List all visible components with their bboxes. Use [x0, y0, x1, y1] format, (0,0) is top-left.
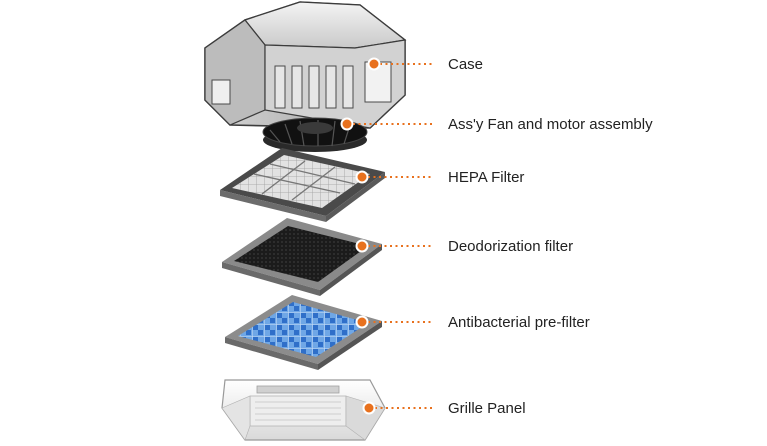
- marker-hepa: [355, 170, 369, 184]
- marker-fan: [340, 117, 354, 131]
- marker-case: [367, 57, 381, 71]
- label-deodorization-filter: Deodorization filter: [448, 238, 574, 255]
- carbon-filter-icon: [222, 218, 382, 296]
- label-antibacterial-prefilter: Antibacterial pre-filter: [448, 314, 590, 331]
- label-fan-motor: Ass'y Fan and motor assembly: [448, 116, 653, 133]
- label-hepa-filter: HEPA Filter: [448, 169, 525, 186]
- hepa-filter-icon: [220, 148, 385, 222]
- label-grille-panel: Grille Panel: [448, 400, 526, 417]
- label-case: Case: [448, 56, 484, 73]
- mesh-filter-icon: [225, 295, 382, 370]
- grille-panel-icon: [221, 379, 386, 441]
- marker-grille: [362, 401, 376, 415]
- marker-antibacterial: [355, 315, 369, 329]
- marker-deodorization: [355, 239, 369, 253]
